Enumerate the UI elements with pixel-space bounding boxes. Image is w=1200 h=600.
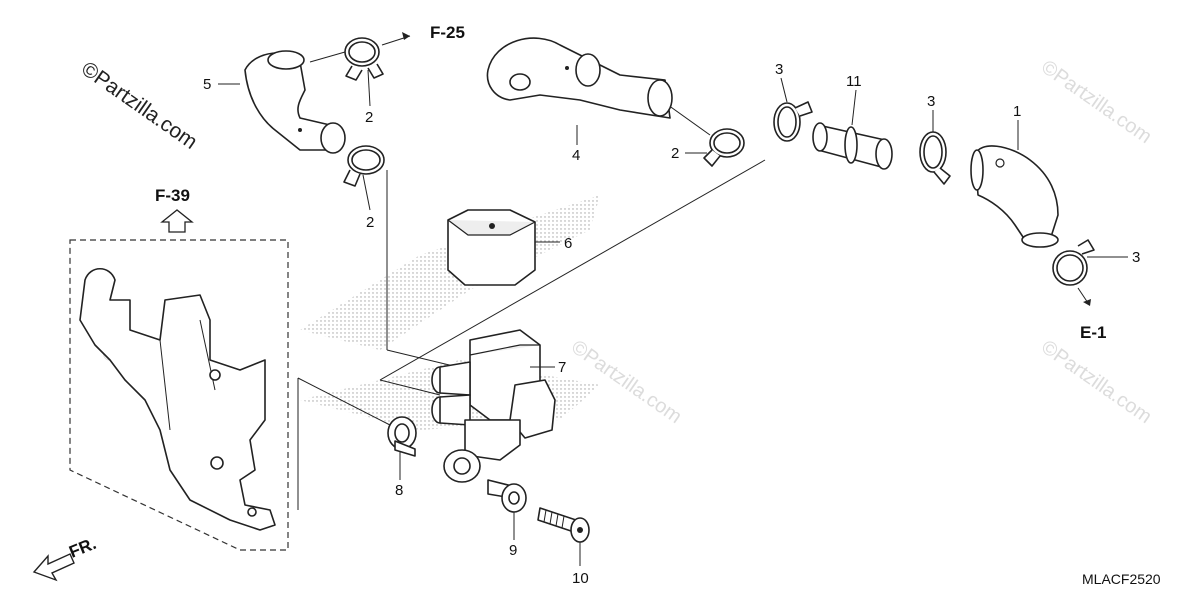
callout-5: 5 (203, 76, 211, 93)
band-right-3 (1052, 239, 1095, 286)
bolt-10 (537, 507, 590, 543)
callout-4: 4 (572, 147, 580, 164)
watermark-faint: ©Partzilla.com (1037, 56, 1155, 148)
collar-9 (487, 479, 527, 513)
grommet-8 (387, 416, 417, 457)
clip-mid-left-2 (343, 145, 385, 187)
ref-e1: E-1 (1077, 287, 1106, 342)
detail-frame (69, 239, 289, 551)
joint-pipe-11 (812, 122, 893, 170)
front-direction-arrow: FR. (32, 534, 99, 582)
band-left-3 (773, 101, 813, 142)
callout-7: 7 (558, 359, 566, 376)
svg-text:FR.: FR. (66, 534, 99, 562)
callout-1: 1 (1013, 103, 1021, 120)
callout-2-mid-right: 2 (671, 145, 679, 162)
callout-9: 9 (509, 542, 517, 559)
callout-8: 8 (395, 482, 403, 499)
elbow-tube-1 (970, 145, 1059, 248)
solenoid-valve-7 (431, 329, 556, 483)
clip-mid-right-2 (703, 128, 745, 167)
assembly-lines (297, 51, 766, 510)
hose-left-5 (244, 50, 346, 154)
clip-upper-2 (344, 37, 384, 81)
band-mid-3 (919, 131, 951, 185)
ref-f39: F-39 (155, 186, 194, 233)
cover-6 (447, 209, 536, 286)
diagram-code: MLACF2520 (1082, 571, 1161, 587)
svg-text:F-39: F-39 (155, 186, 190, 205)
callout-2-upper: 2 (365, 109, 373, 126)
bracket-stay (79, 267, 276, 531)
callout-11: 11 (846, 73, 862, 90)
watermark-faint: ©Partzilla.com (567, 336, 685, 428)
ref-f25: F-25 (381, 23, 465, 46)
callout-3-left: 3 (775, 61, 783, 78)
callout-6: 6 (564, 235, 572, 252)
callout-3-mid: 3 (927, 93, 935, 110)
svg-text:F-25: F-25 (430, 23, 465, 42)
callout-leaders (218, 69, 1128, 566)
svg-text:E-1: E-1 (1080, 323, 1106, 342)
watermark-faint: ©Partzilla.com (1037, 336, 1155, 428)
callout-2-mid-left: 2 (366, 214, 374, 231)
callout-10: 10 (572, 570, 589, 587)
hose-right-4 (486, 37, 673, 119)
callout-3-right: 3 (1132, 249, 1140, 266)
watermark-main: ©Partzilla.com (77, 57, 201, 154)
